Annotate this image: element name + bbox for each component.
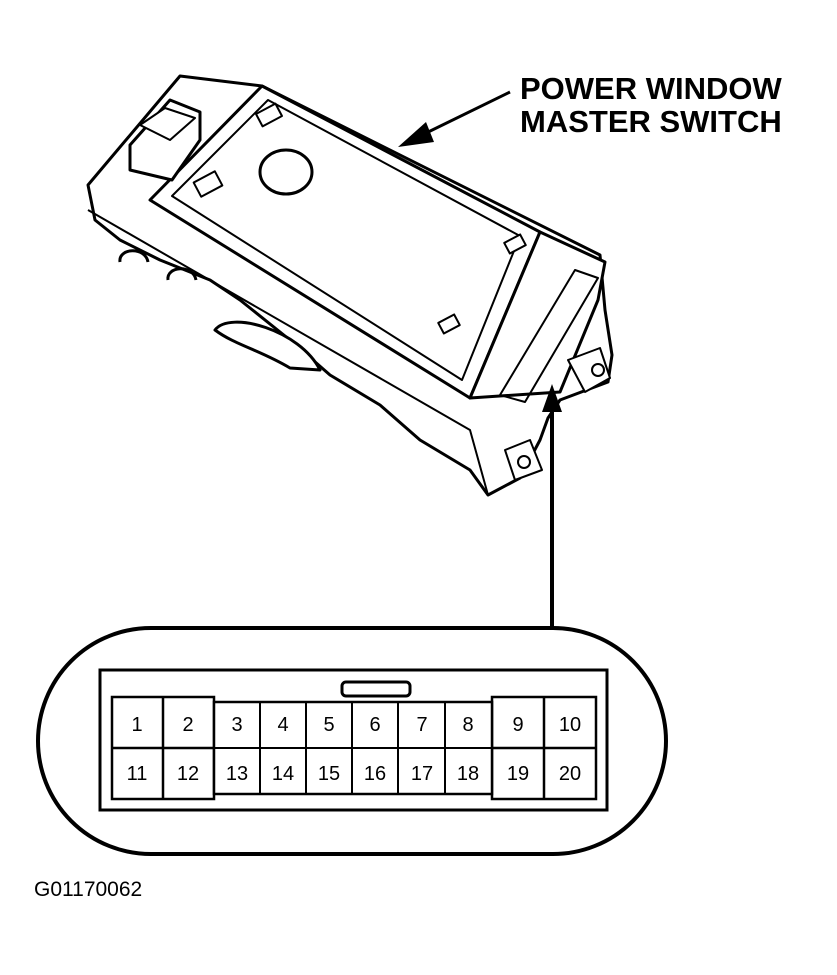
- connector-pins-bottom-row: 11 12 13 14 15 16 17 18 19 20: [127, 763, 582, 785]
- terminal-number: 17: [411, 763, 433, 785]
- terminal-number: 11: [127, 763, 148, 785]
- terminal-number: 15: [318, 763, 340, 785]
- connector-leader-arrow: [542, 384, 562, 628]
- terminal-number: 16: [364, 763, 386, 785]
- title-line-2: MASTER SWITCH: [520, 104, 782, 139]
- terminal-number: 5: [323, 714, 334, 736]
- terminal-number: 18: [457, 763, 479, 785]
- connector-lock-tab: [340, 680, 412, 698]
- title-line-1: POWER WINDOW: [520, 71, 782, 106]
- connector-pins-top-row: 1 2 3 4 5 6 7 8 9 10: [131, 714, 581, 736]
- terminal-number: 10: [559, 714, 581, 736]
- terminal-number: 19: [507, 763, 529, 785]
- terminal-number: 9: [512, 714, 523, 736]
- terminal-number: 6: [369, 714, 380, 736]
- terminal-number: 8: [462, 714, 473, 736]
- switch-housing: [86, 74, 614, 497]
- terminal-number: 3: [231, 714, 242, 736]
- terminal-number: 13: [226, 763, 248, 785]
- terminal-number: 20: [559, 763, 581, 785]
- terminal-number: 1: [131, 714, 142, 736]
- figure-code: G01170062: [34, 878, 143, 901]
- terminal-number: 12: [177, 763, 199, 785]
- component-title: POWER WINDOW MASTER SWITCH: [520, 72, 782, 138]
- terminal-number: 14: [272, 763, 294, 785]
- terminal-number: 2: [182, 714, 193, 736]
- terminal-number: 4: [277, 714, 288, 736]
- terminal-number: 7: [416, 714, 427, 736]
- connector-face: [98, 668, 609, 812]
- title-leader-arrow: [398, 90, 511, 147]
